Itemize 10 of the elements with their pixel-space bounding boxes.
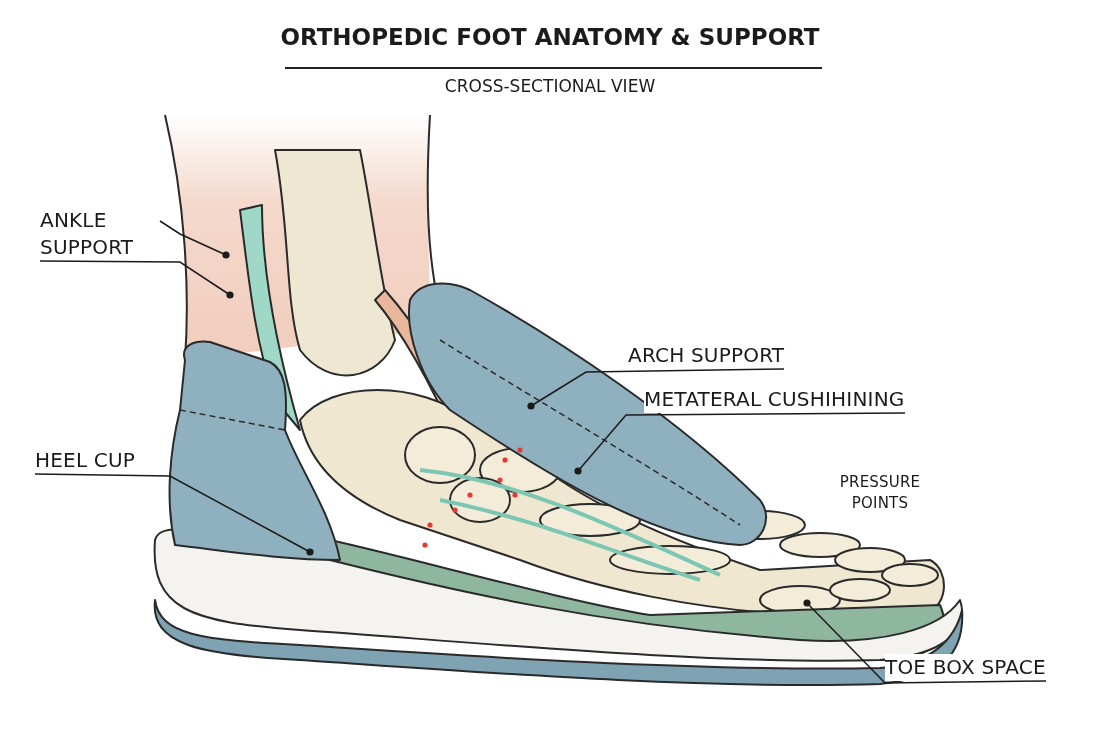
title: ORTHOPEDIC FOOT ANATOMY & SUPPORT [279, 24, 821, 50]
leader-line [159, 220, 230, 259]
leader-line [39, 260, 234, 299]
subtitle: CROSS-SECTIONAL VIEW [443, 76, 657, 96]
callout-label: PRESSURE POINTS [838, 472, 922, 514]
leader-line [574, 412, 906, 475]
leader-line [803, 599, 1047, 684]
leader-line [34, 473, 314, 556]
leader-line [527, 368, 785, 410]
callout-label: TOE BOX SPACE [885, 654, 1046, 681]
